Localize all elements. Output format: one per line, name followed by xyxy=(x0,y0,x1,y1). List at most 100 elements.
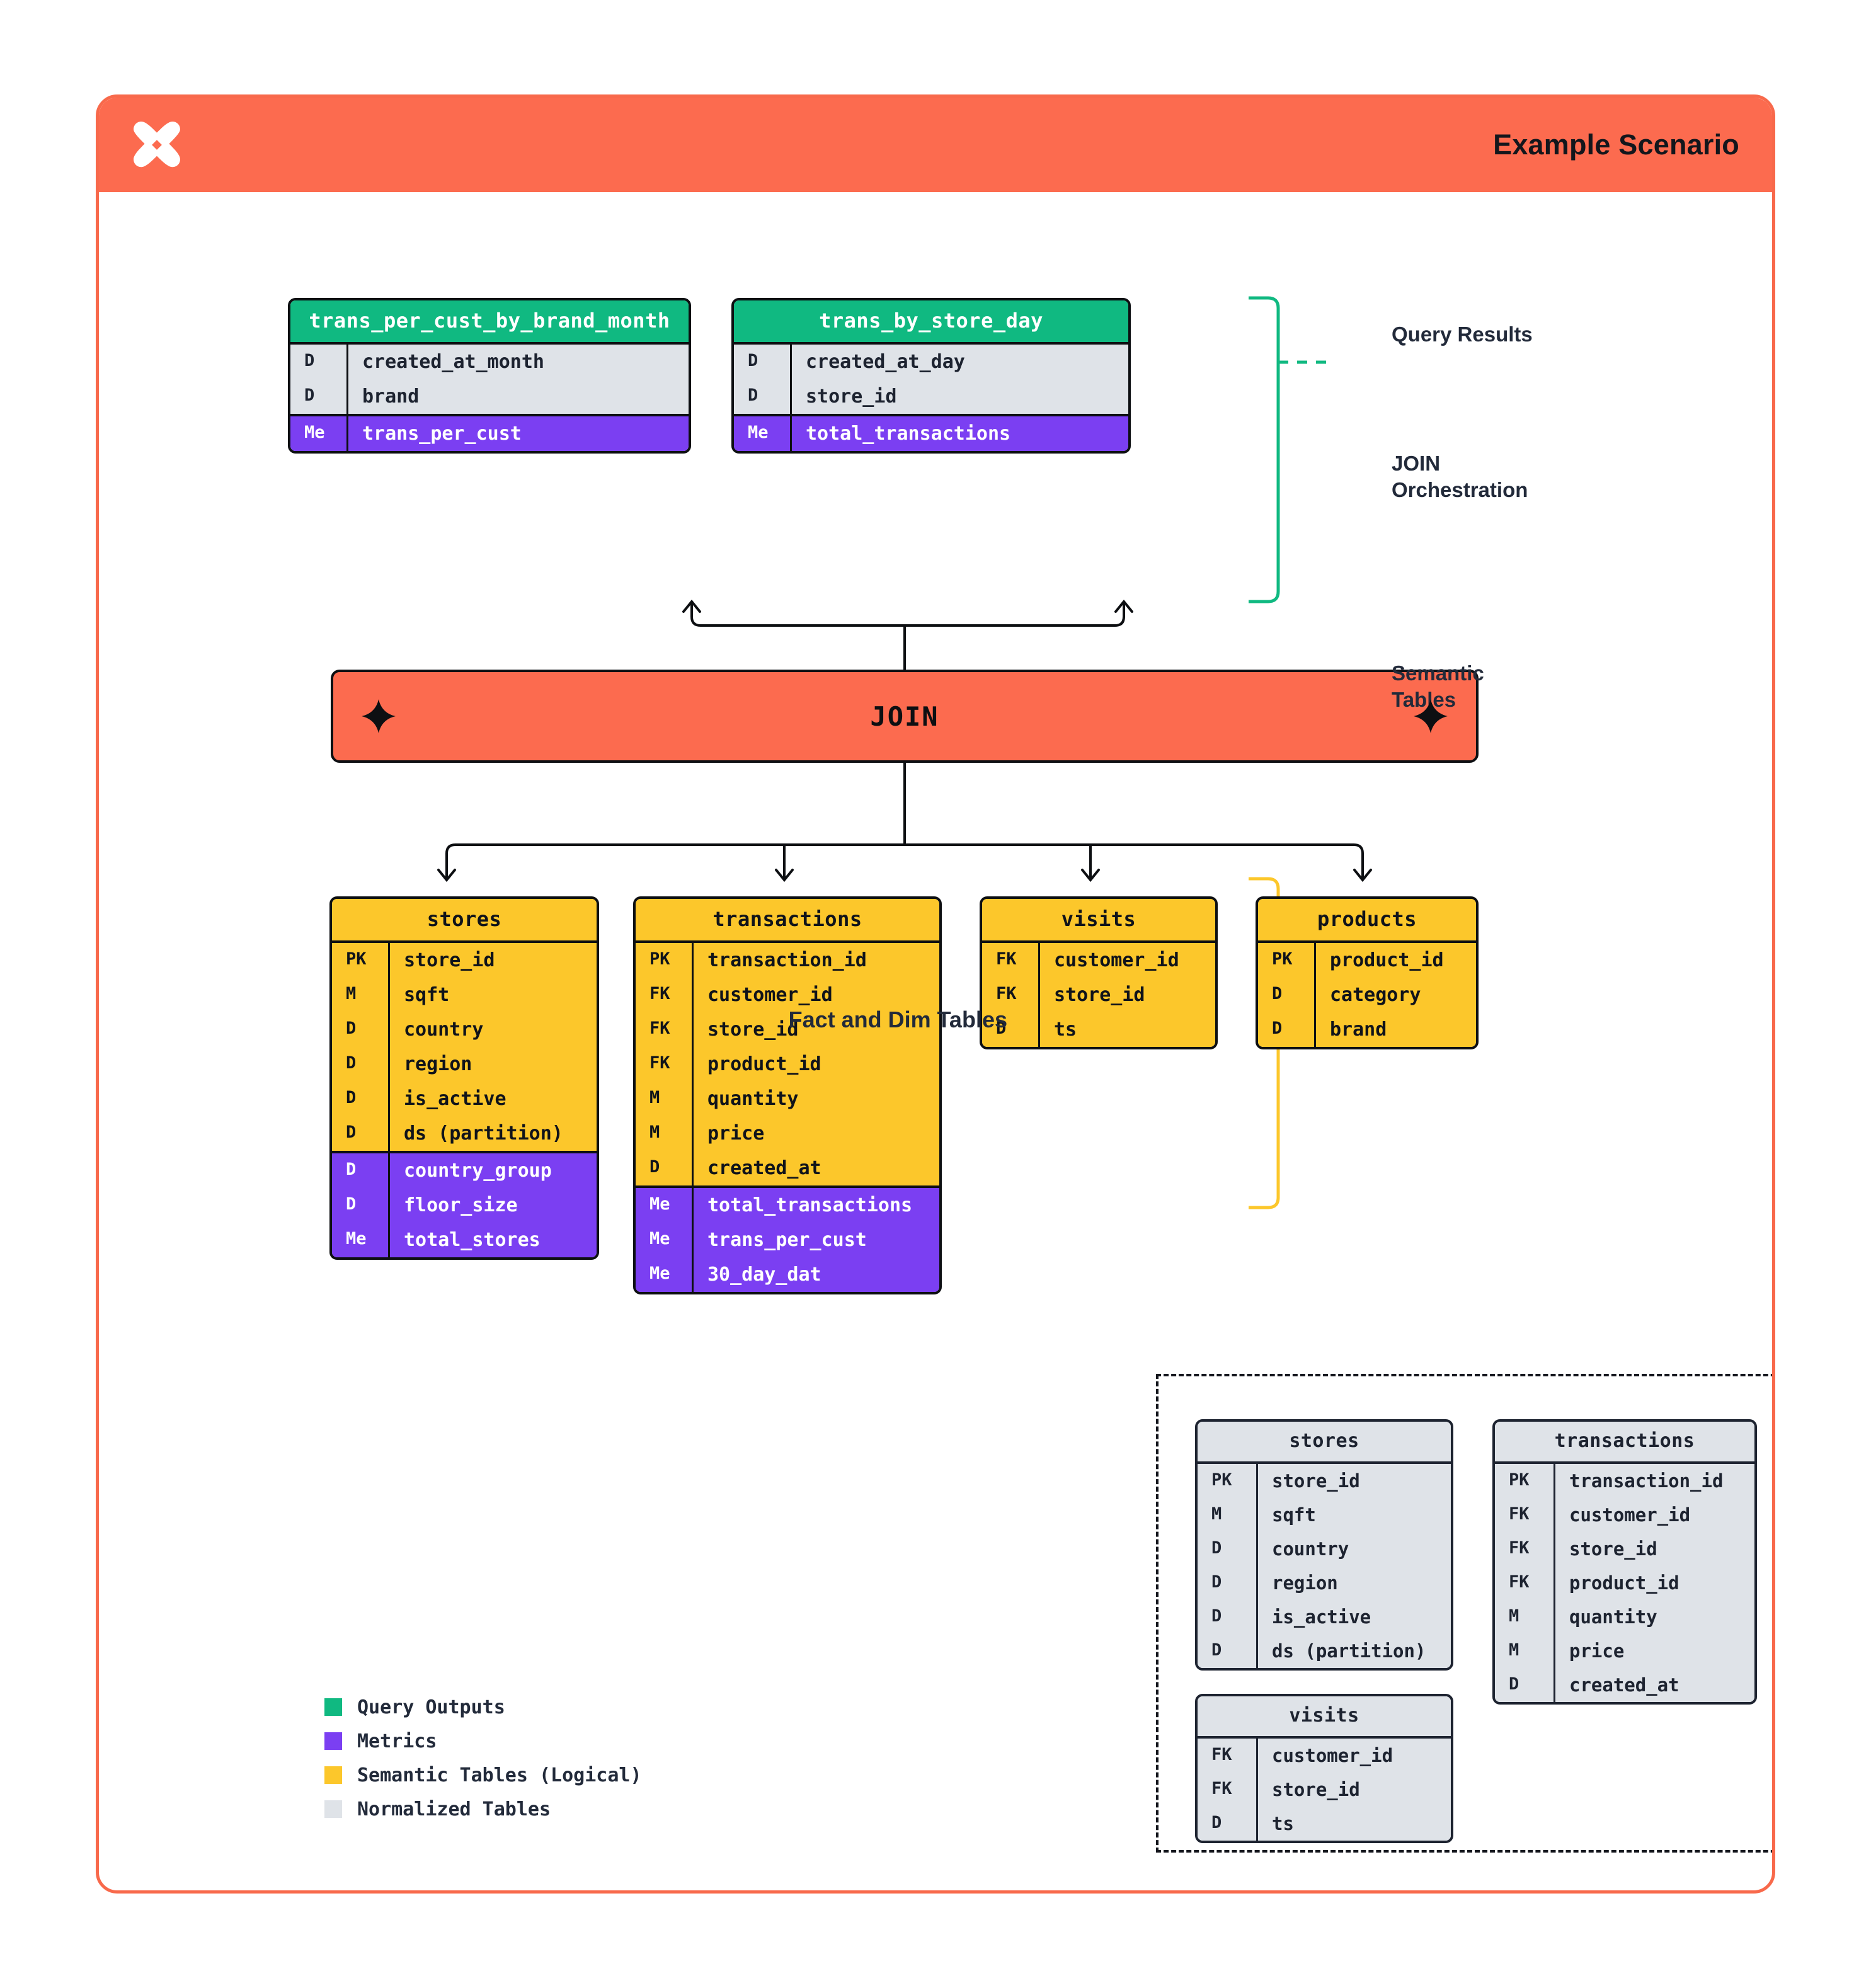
column-key: M xyxy=(332,978,390,1012)
column-key: D xyxy=(290,379,348,414)
table-title: products xyxy=(1258,899,1476,940)
column-key: Me xyxy=(636,1257,694,1292)
column-field: region xyxy=(1272,1572,1338,1594)
column-field: category xyxy=(1330,984,1421,1006)
column-key: M xyxy=(636,1116,694,1151)
join-orchestration-bar[interactable]: JOIN xyxy=(331,670,1479,763)
table-title: trans_by_store_day xyxy=(734,300,1128,342)
column-key: D xyxy=(734,379,792,414)
column-key: D xyxy=(290,345,348,379)
table-row: Me 30_day_dat xyxy=(636,1257,939,1292)
column-key: D xyxy=(332,1012,390,1047)
column-field: store_id xyxy=(1054,984,1145,1006)
legend: Query Outputs Metrics Semantic Tables (L… xyxy=(324,1690,642,1826)
column-key: PK xyxy=(332,943,390,978)
column-field: floor_size xyxy=(404,1194,518,1216)
table-title: transactions xyxy=(636,899,939,940)
column-key: Me xyxy=(734,416,792,451)
column-key: D xyxy=(332,1188,390,1223)
column-field: store_id xyxy=(806,386,897,408)
annotation-line-2: Orchestration xyxy=(1392,478,1528,502)
column-field: customer_id xyxy=(1272,1745,1393,1766)
column-field: created_at xyxy=(707,1157,821,1179)
legend-item-semantic-tables: Semantic Tables (Logical) xyxy=(324,1758,642,1792)
table-row: D created_at_month xyxy=(290,345,689,379)
dimension-section: D created_at_month D brand xyxy=(290,342,689,414)
legend-swatch-semantic-tables xyxy=(324,1766,342,1784)
legend-item-normalized-tables: Normalized Tables xyxy=(324,1792,642,1826)
scenario-card: Example Scenario xyxy=(96,94,1775,1894)
column-key: FK xyxy=(982,943,1040,978)
metric-section: Me total_transactions xyxy=(734,414,1128,451)
column-field: is_active xyxy=(1272,1606,1371,1628)
query-result-table-trans-by-store-day[interactable]: trans_by_store_day D created_at_day D st… xyxy=(731,298,1131,454)
column-field: region xyxy=(404,1053,472,1075)
table-row: D brand xyxy=(290,379,689,414)
column-key: D xyxy=(982,1012,1040,1047)
legend-item-query-outputs: Query Outputs xyxy=(324,1690,642,1724)
column-field: 30_day_dat xyxy=(707,1264,821,1286)
annotation-fact-and-dim-tables: Fact and Dim Tables xyxy=(788,1007,1007,1032)
legend-label: Semantic Tables (Logical) xyxy=(357,1764,642,1786)
column-field: is_active xyxy=(404,1088,506,1110)
table-title: transactions xyxy=(1495,1422,1754,1461)
column-field: customer_id xyxy=(1569,1504,1691,1526)
table-row: Me total_transactions xyxy=(734,416,1128,451)
legend-label: Query Outputs xyxy=(357,1696,505,1718)
card-header: Example Scenario xyxy=(99,98,1772,192)
column-field: price xyxy=(707,1123,765,1145)
query-result-table-trans-per-cust-by-brand-month[interactable]: trans_per_cust_by_brand_month D created_… xyxy=(288,298,691,454)
column-field: created_at_month xyxy=(362,351,544,373)
column-key: D xyxy=(1198,1532,1258,1566)
legend-swatch-query-outputs xyxy=(324,1698,342,1716)
legend-swatch-metrics xyxy=(324,1732,342,1750)
column-key: FK xyxy=(1198,1773,1258,1807)
column-key: D xyxy=(1198,1600,1258,1634)
column-key: PK xyxy=(1258,943,1316,978)
column-key: D xyxy=(636,1151,694,1185)
column-field: trans_per_cust xyxy=(362,423,522,445)
table-row: D created_at_day xyxy=(734,345,1128,379)
column-key: M xyxy=(1495,1634,1555,1668)
column-key: D xyxy=(332,1047,390,1082)
column-key: FK xyxy=(1495,1566,1555,1600)
column-field: country xyxy=(404,1019,484,1041)
annotation-semantic-tables: Semantic Tables xyxy=(1392,660,1484,713)
column-field: store_id xyxy=(1569,1538,1657,1560)
annotation-line-2: Tables xyxy=(1392,688,1456,712)
column-field: created_at xyxy=(1569,1674,1679,1696)
column-key: M xyxy=(636,1082,694,1116)
